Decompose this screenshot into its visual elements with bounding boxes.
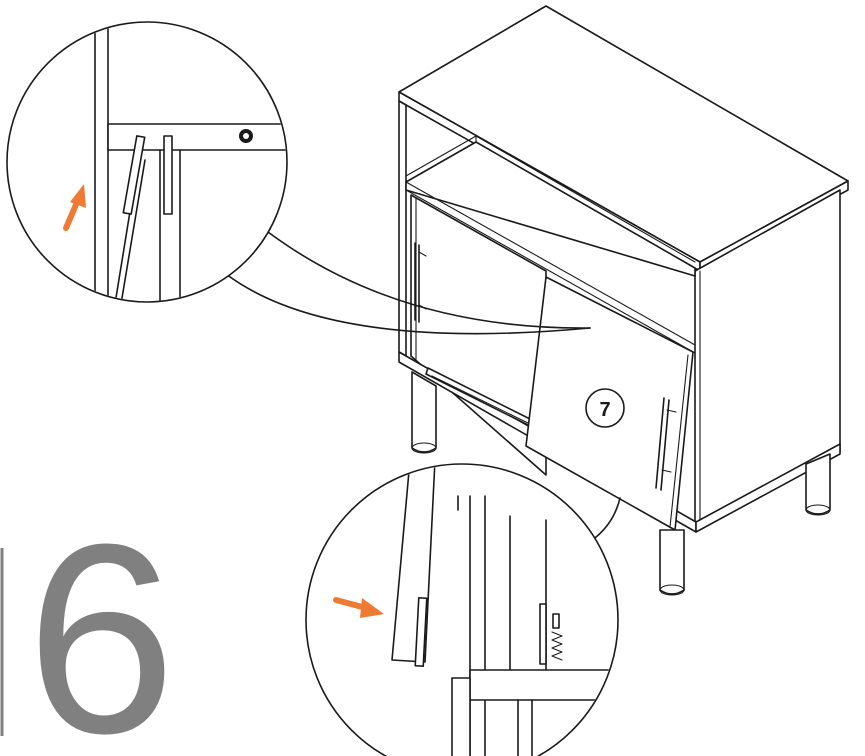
detail-bottom-spring bbox=[539, 603, 563, 665]
leg-front-left bbox=[411, 371, 437, 453]
detail-top-pin-tilted bbox=[122, 135, 146, 215]
detail-top-tail bbox=[267, 231, 591, 329]
leg-front-right bbox=[659, 529, 685, 595]
arrow-up-icon bbox=[63, 184, 86, 231]
step-number: 6 bbox=[26, 489, 176, 756]
middle-shelf-front bbox=[405, 181, 696, 346]
cabinet-left-panel bbox=[398, 100, 407, 357]
detail-top-callout bbox=[6, 21, 591, 335]
cabinet-legs bbox=[411, 371, 831, 596]
detail-top-circle bbox=[6, 21, 288, 303]
cabinet: 7 bbox=[398, 5, 849, 596]
middle-shelf-front-lower bbox=[405, 189, 696, 354]
arrow-right-icon bbox=[333, 597, 384, 618]
detail-bottom-rail bbox=[469, 669, 617, 701]
detail-bottom-pin bbox=[414, 597, 428, 667]
part-7-label: 7 bbox=[585, 388, 625, 428]
detail-top-tail-lower bbox=[225, 273, 591, 335]
detail-bottom-callout bbox=[305, 463, 621, 756]
part-number: 7 bbox=[599, 399, 610, 421]
detail-top-pin-straight bbox=[163, 135, 173, 215]
cabinet-middle-shelf bbox=[405, 141, 696, 277]
right-door-handle bbox=[655, 397, 677, 491]
step-indicator: 6 bbox=[0, 489, 176, 756]
cabinet-left-door bbox=[410, 194, 547, 476]
cabinet-bottom-side bbox=[695, 443, 841, 533]
right-door-inner-edge bbox=[669, 354, 689, 528]
